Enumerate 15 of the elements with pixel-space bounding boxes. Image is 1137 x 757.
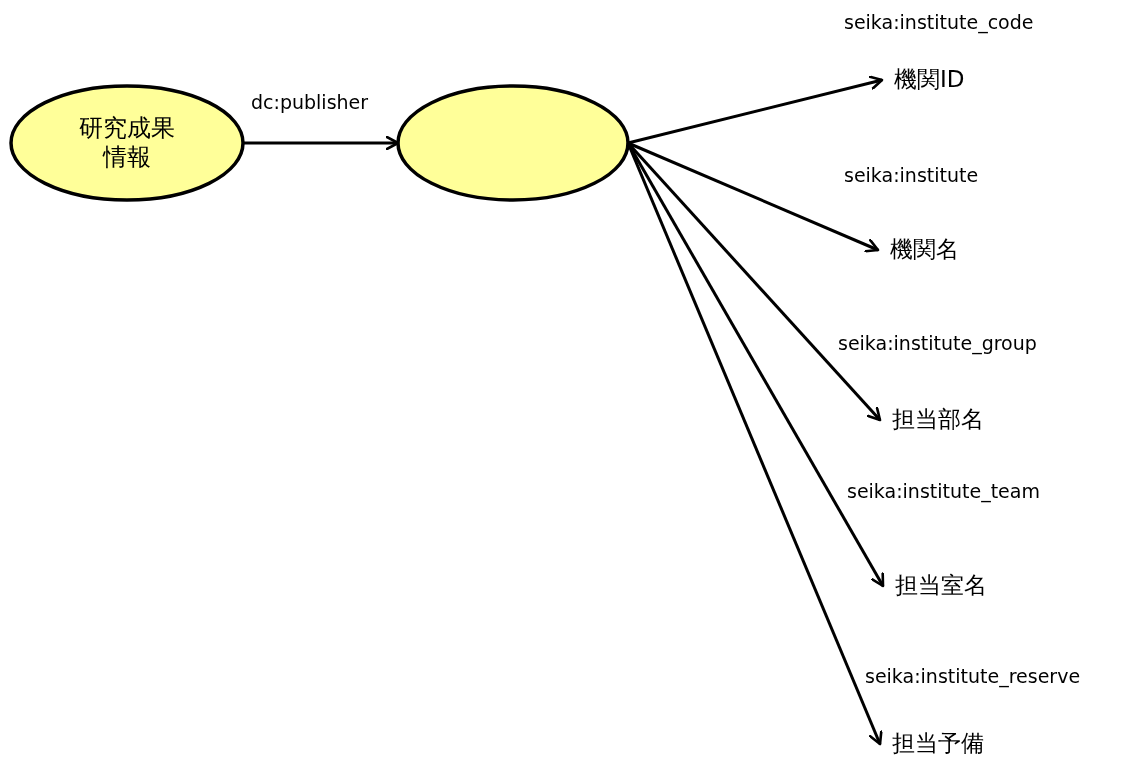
text-label: 担当予備	[880, 730, 984, 757]
edge-label: seika:institute_group	[837, 333, 1038, 355]
edge-label: seika:institute_code	[843, 12, 1035, 34]
ellipse-node	[396, 84, 630, 202]
text-label: 機関ID	[882, 66, 965, 94]
edge-label: dc:publisher	[250, 92, 370, 114]
text-label: 機関名	[878, 236, 959, 264]
arrow	[626, 142, 883, 746]
edge-label: seika:institute_reserve	[864, 666, 1082, 688]
edge-label: seika:institute_team	[846, 481, 1041, 503]
ellipse-node: 研究成果情報	[9, 84, 245, 202]
text-label: 担当部名	[880, 406, 984, 434]
text-label: 担当室名	[883, 572, 987, 600]
arrow	[627, 75, 884, 145]
arrow	[243, 135, 400, 151]
